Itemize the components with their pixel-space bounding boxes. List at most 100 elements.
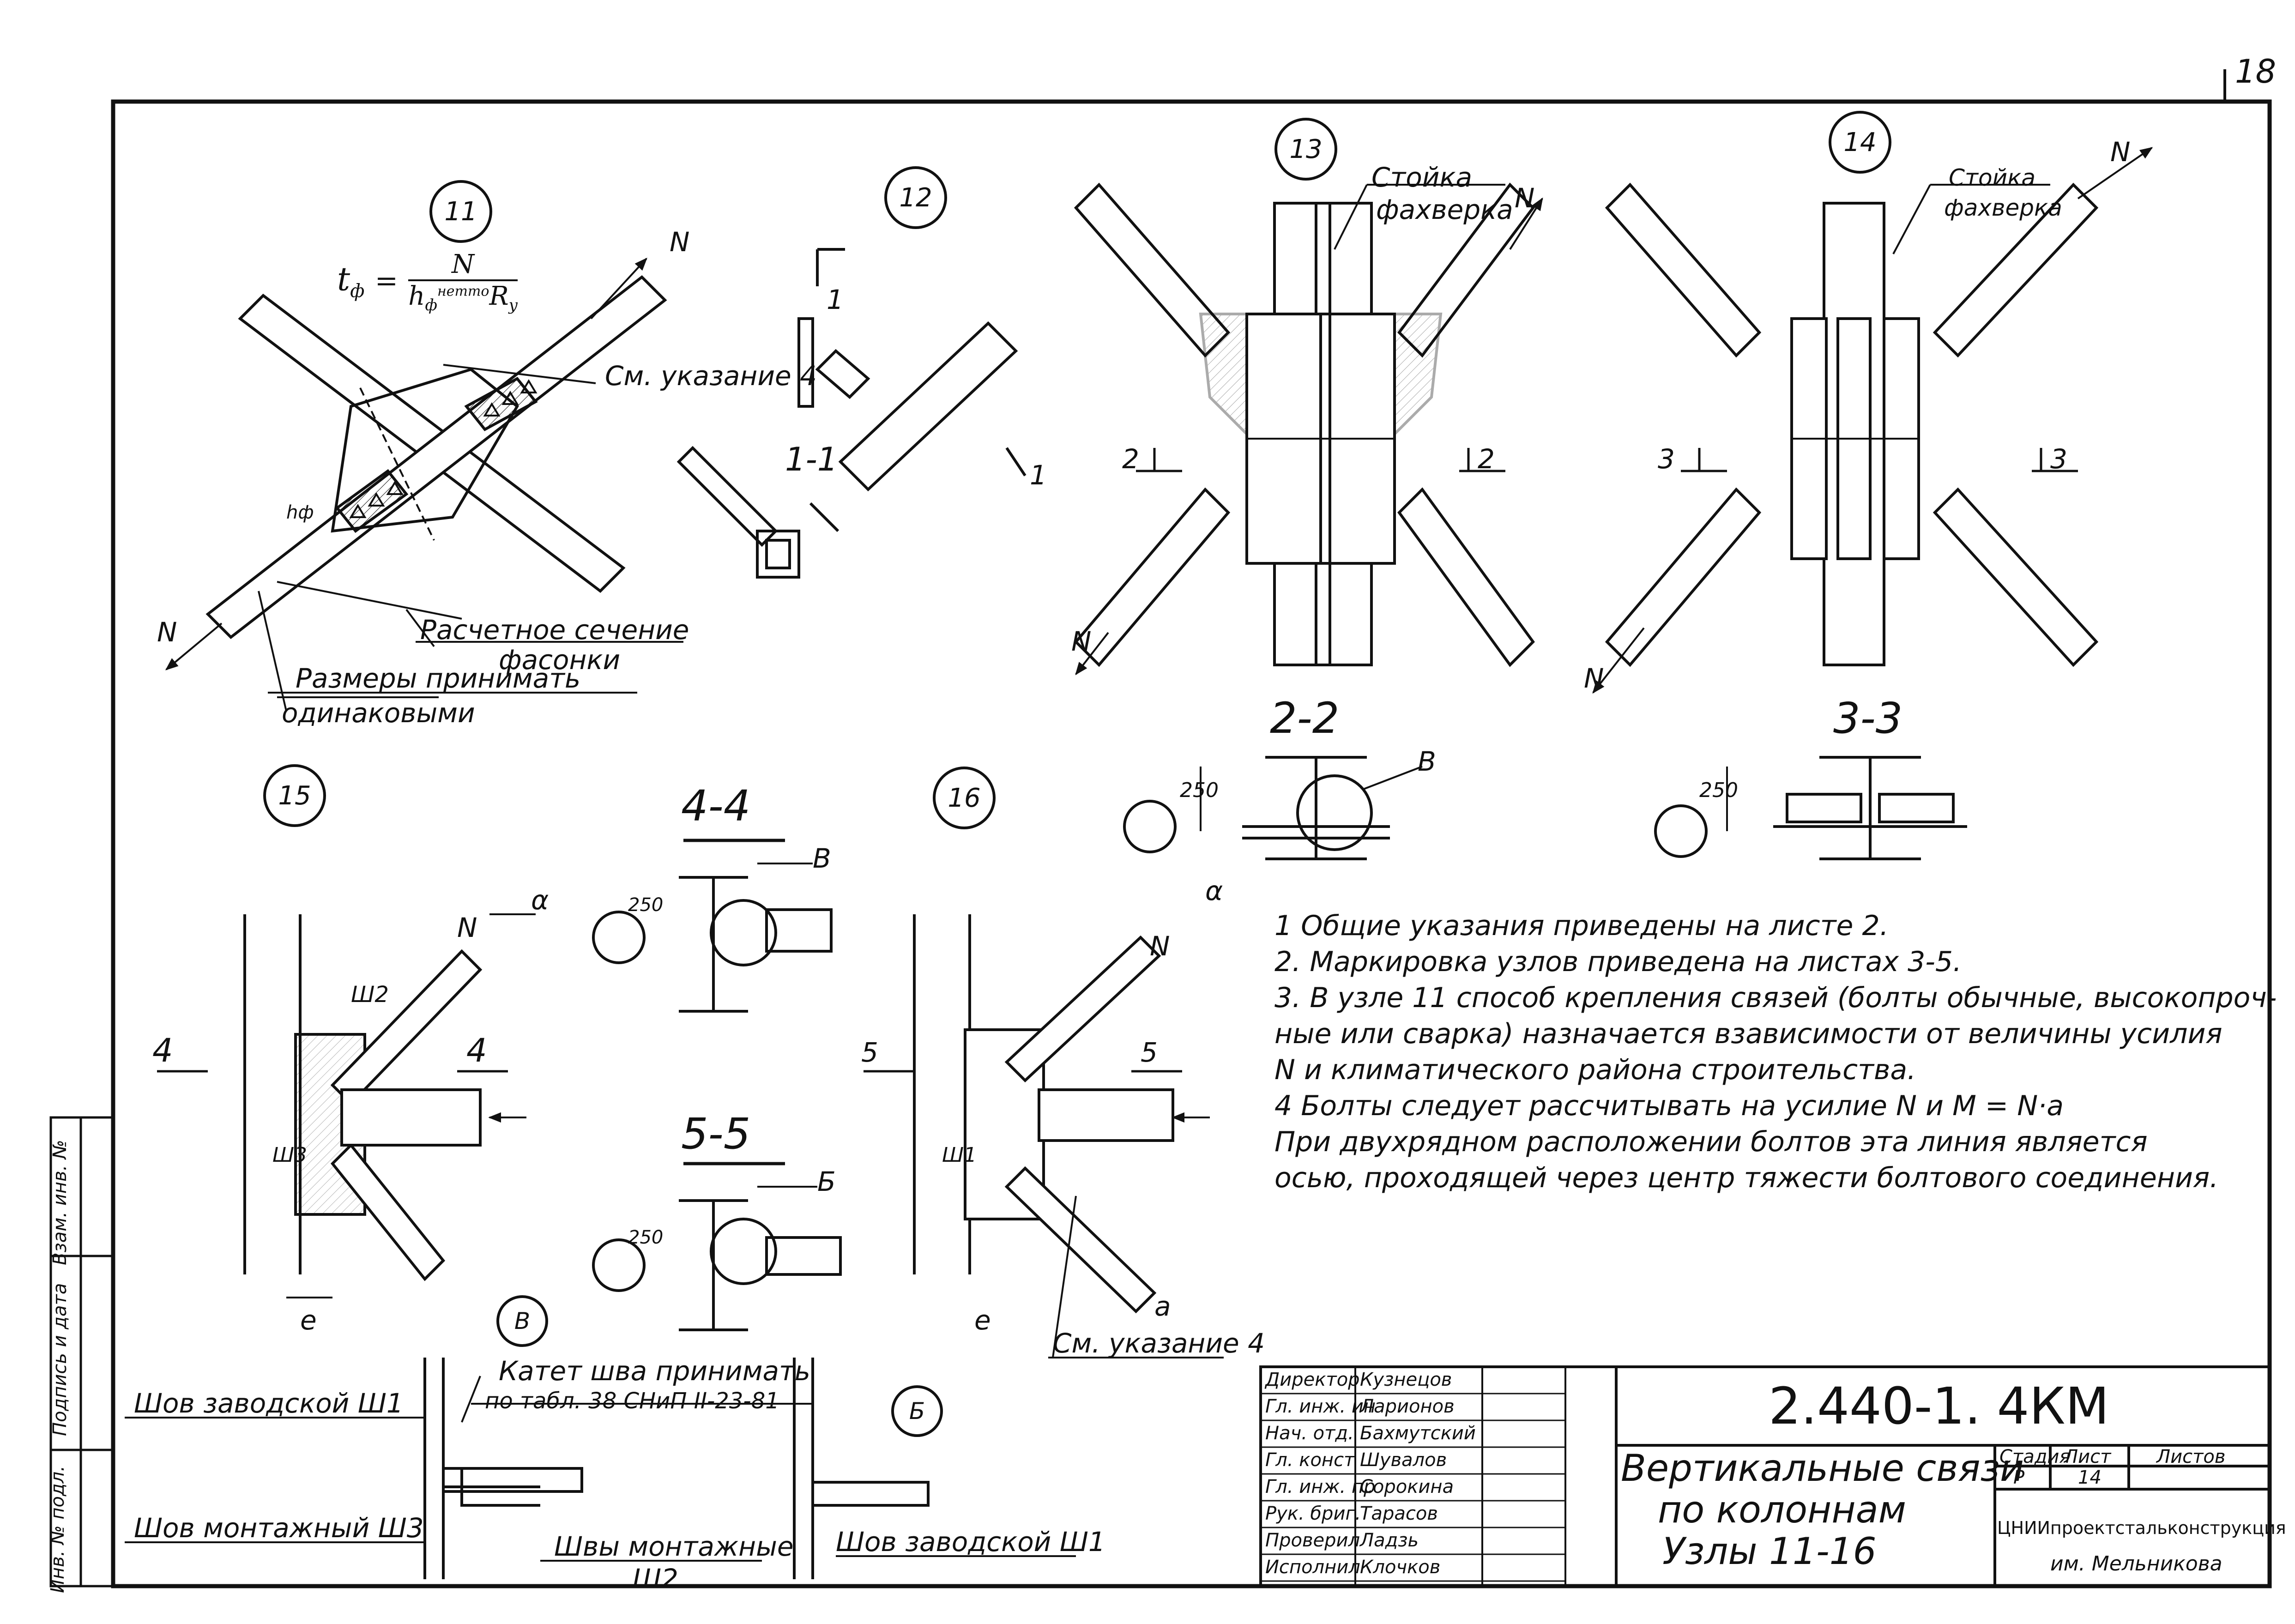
stage-value: Р bbox=[2013, 1467, 2025, 1488]
person-name: Клочков bbox=[1360, 1557, 1441, 1578]
role: Нач. отд. bbox=[1265, 1423, 1354, 1444]
force-n-node14-top: N bbox=[2110, 136, 2131, 168]
role: Рук. бриг. bbox=[1265, 1503, 1361, 1524]
weld-sh2-label: Ш2 bbox=[351, 982, 389, 1008]
weld-mounting2-label-1: Швы монтажные bbox=[554, 1531, 794, 1562]
node-12-drawing bbox=[676, 248, 1027, 579]
person-name: Ладзь bbox=[1360, 1530, 1419, 1551]
note-line: N и климатического района строительства. bbox=[1274, 1054, 1916, 1086]
node-16-drawing bbox=[864, 914, 1224, 1358]
formula: tф = N hфнеттоRy bbox=[337, 249, 518, 315]
a-node16: a bbox=[1154, 1291, 1171, 1322]
formula-den-r: R bbox=[489, 281, 509, 311]
stage-header: Стадия bbox=[1999, 1446, 2071, 1467]
cut-2-label-left: 2 bbox=[1122, 443, 1139, 475]
section-1-1-title: 1-1 bbox=[785, 441, 838, 478]
section-2-2-title: 2-2 bbox=[1270, 694, 1340, 743]
detail-marker-soft: Б bbox=[891, 1385, 943, 1437]
node-marker-14: 14 bbox=[1829, 111, 1891, 174]
note-line: 1 Общие указания приведены на листе 2. bbox=[1274, 910, 1889, 942]
weld-detail-B bbox=[125, 1358, 813, 1579]
node-13-drawing bbox=[1074, 182, 1543, 676]
cut-5-label-right: 5 bbox=[1141, 1037, 1158, 1068]
force-n-node16: N bbox=[1150, 930, 1170, 962]
note-line: При двухрядном расположении болтов эта л… bbox=[1274, 1126, 2148, 1158]
calc-section-label-2: фасонки bbox=[499, 644, 621, 676]
section-5-5-drawing bbox=[592, 1162, 842, 1331]
formula-den-rsub: y bbox=[508, 296, 518, 315]
note-line: 4 Болты следует рассчитывать на усилие N… bbox=[1274, 1090, 2064, 1122]
note-line: осью, проходящей через центр тяжести бол… bbox=[1274, 1162, 2219, 1194]
title-block-grid bbox=[1259, 1365, 2271, 1588]
sizes-label-2: одинаковыми bbox=[282, 697, 475, 729]
cut-3-label-left: 3 bbox=[1658, 443, 1675, 475]
node-marker-13: 13 bbox=[1274, 118, 1337, 181]
note-line: ные или сварка) назначается взависимости… bbox=[1274, 1018, 2223, 1050]
alpha-node15: α bbox=[531, 884, 549, 916]
stamp-signature-date: Подпись и дата bbox=[49, 1283, 71, 1436]
drawing-title-2: по колоннам bbox=[1658, 1488, 1907, 1531]
person-name: Бахмутский bbox=[1360, 1423, 1476, 1444]
force-n-node15: N bbox=[457, 912, 477, 943]
force-n-node11-top: N bbox=[670, 226, 690, 258]
weld-mounting2-label-2: Ш2 bbox=[633, 1563, 678, 1594]
formula-lhs: t bbox=[337, 260, 350, 298]
hf-label: hф bbox=[286, 502, 314, 523]
node-marker-11: 11 bbox=[429, 180, 492, 243]
role: Проверил bbox=[1265, 1530, 1360, 1551]
section-3-3-drawing bbox=[1654, 756, 1967, 860]
alpha-node16: α bbox=[1205, 875, 1223, 906]
section-4-4-drawing bbox=[592, 839, 833, 1013]
person-name: Тарасов bbox=[1360, 1503, 1438, 1524]
sheet-header: Лист bbox=[2064, 1446, 2111, 1467]
cut-4-label-right: 4 bbox=[466, 1032, 487, 1069]
post-label-14-2: фахверка bbox=[1944, 194, 2062, 221]
formula-numerator: N bbox=[408, 249, 518, 281]
sheet-frame bbox=[111, 99, 2272, 1588]
drawing-title-3: Узлы 11-16 bbox=[1662, 1530, 1877, 1573]
person-name: Шувалов bbox=[1360, 1449, 1447, 1471]
calc-section-label-1: Расчетное сечение bbox=[420, 614, 689, 646]
formula-den-h: h bbox=[408, 281, 425, 311]
node-marker-15: 15 bbox=[263, 764, 326, 827]
detail-mark-b-4-4: В bbox=[813, 843, 831, 874]
general-notes: 1 Общие указания приведены на листе 2. 2… bbox=[1274, 912, 2277, 1200]
cut-4-label-left: 4 bbox=[152, 1032, 173, 1069]
node-11-drawing bbox=[165, 257, 683, 712]
dim-250-2-2: 250 bbox=[1180, 779, 1219, 802]
stamp-inv-podl: Инв. № подл. bbox=[47, 1466, 68, 1593]
force-n-node13-bottom: N bbox=[1071, 626, 1092, 657]
person-name: Ларионов bbox=[1360, 1396, 1455, 1417]
weld-sh1-label: Ш1 bbox=[942, 1143, 977, 1167]
side-stamp bbox=[49, 1116, 115, 1588]
person-name: Сорокина bbox=[1360, 1476, 1454, 1497]
e-node15: e bbox=[300, 1304, 317, 1336]
note-line: 2. Маркировка узлов приведена на листах … bbox=[1274, 946, 1962, 978]
cut-1-label-top: 1 bbox=[827, 284, 844, 315]
cut-3-label-right: 3 bbox=[2050, 443, 2067, 475]
formula-lhs-sub: ф bbox=[350, 280, 365, 302]
title-block-roles: Директор Гл. инж. ин Нач. отд. Гл. конст… bbox=[1265, 1369, 1376, 1585]
post-label-14-1: Стойка bbox=[1949, 164, 2035, 191]
role: Директор bbox=[1265, 1369, 1360, 1390]
cut-1-label-bottom: 1 bbox=[1030, 459, 1047, 491]
weld-mounting-label: Шов монтажный Ш3 bbox=[134, 1512, 424, 1544]
cut-2-label-right: 2 bbox=[1478, 443, 1495, 475]
sheet-value: 14 bbox=[2078, 1467, 2102, 1488]
node-14-drawing bbox=[1592, 147, 2153, 694]
role: Гл. конст bbox=[1265, 1449, 1355, 1471]
node-marker-12: 12 bbox=[884, 166, 947, 229]
dim-250-3-3: 250 bbox=[1699, 779, 1738, 802]
formula-den-sup: нетто bbox=[437, 283, 489, 300]
force-n-node14-bottom: N bbox=[1584, 663, 1604, 694]
sizes-label-1: Размеры принимать bbox=[296, 663, 581, 694]
node-15-drawing bbox=[157, 913, 536, 1298]
node-marker-16: 16 bbox=[933, 767, 996, 829]
cut-5-label-left: 5 bbox=[861, 1037, 878, 1068]
node-11-bolts bbox=[349, 379, 538, 518]
weld-leg-label-1: Катет шва принимать bbox=[499, 1355, 810, 1387]
section-2-2-drawing bbox=[1123, 756, 1423, 860]
weld-leg-label-2: по табл. 38 СНиП II-23-81 bbox=[485, 1388, 779, 1414]
dim-250-4-4: 250 bbox=[628, 894, 664, 916]
role: Гл. инж. пр bbox=[1265, 1476, 1376, 1497]
